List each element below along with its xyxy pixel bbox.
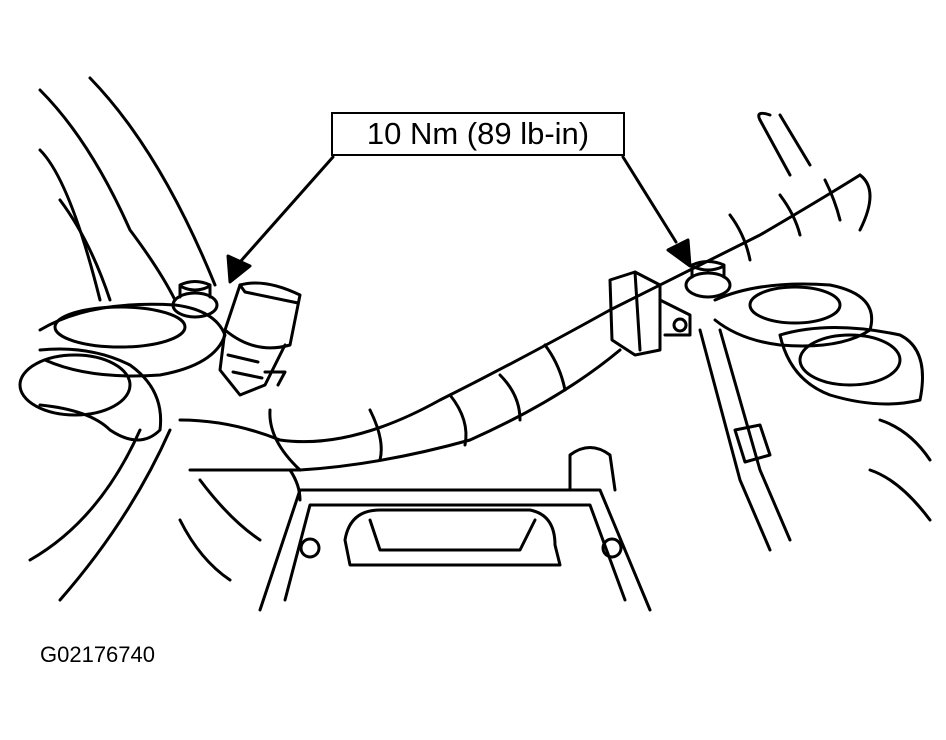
left-leader-line [238, 155, 335, 264]
right-arrowhead [666, 238, 692, 268]
left-electrical-connector [218, 281, 302, 397]
left-bolt [171, 280, 219, 319]
right-electrical-connector [608, 270, 692, 357]
center-housing [258, 446, 652, 612]
figure-id: G02176740 [40, 642, 155, 667]
left-body-panel [28, 76, 217, 602]
torque-callout-label: 10 Nm (89 lb-in) [331, 112, 625, 156]
left-arrowhead [226, 254, 252, 284]
main-wiring-harness [178, 111, 872, 582]
right-leader-line [621, 155, 678, 244]
right-manifold-flange [698, 282, 932, 552]
callout-leader-lines [226, 155, 692, 284]
right-bolt [684, 260, 732, 299]
